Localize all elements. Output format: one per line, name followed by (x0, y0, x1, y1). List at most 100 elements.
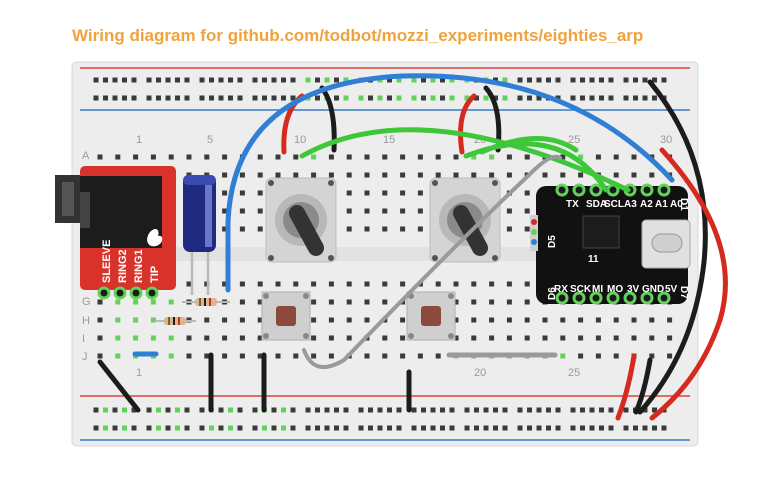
breadboard-hole (560, 335, 566, 341)
breadboard-hole (506, 172, 512, 178)
breadboard-hole (97, 335, 103, 341)
breadboard-hole (382, 226, 388, 232)
breadboard-hole (186, 335, 192, 341)
breadboard-hole (421, 95, 426, 101)
breadboard-hole (536, 425, 542, 431)
breadboard-hole (417, 190, 423, 196)
bottom-power-rail (80, 395, 690, 441)
breadboard-hole (449, 95, 455, 101)
breadboard-hole (400, 154, 406, 160)
breadboard-hole (115, 317, 121, 323)
col-num-bottom: 25 (568, 367, 580, 379)
breadboard-hole (536, 95, 542, 101)
black-wire-gnd-right (637, 79, 708, 415)
breadboard-hole (293, 172, 299, 178)
breadboard-hole (305, 77, 311, 83)
breadboard-hole (133, 317, 139, 323)
breadboard-hole (131, 425, 137, 431)
breadboard-hole (631, 172, 637, 178)
breadboard-hole (290, 77, 296, 83)
breadboard-hole (262, 95, 267, 101)
breadboard-hole (252, 95, 258, 101)
breadboard-hole (311, 353, 317, 359)
breadboard-hole (608, 407, 614, 413)
breadboard-hole (115, 299, 121, 305)
breadboard-hole (168, 299, 174, 305)
breadboard-hole (133, 335, 139, 341)
breadboard-hole (115, 154, 121, 160)
breadboard-hole (417, 226, 423, 232)
breadboard-hole (237, 425, 243, 431)
jack-pin-tip: TIP (149, 266, 161, 283)
breadboard-hole (204, 154, 210, 160)
breadboard-hole (290, 407, 296, 413)
breadboard-hole (281, 407, 286, 413)
breadboard-hole (489, 317, 495, 323)
breadboard-hole (502, 425, 508, 431)
sparkfun-flame-icon (147, 229, 163, 247)
breadboard-hole (184, 95, 190, 101)
breadboard-hole (368, 425, 373, 431)
breadboard-hole (506, 281, 512, 287)
breadboard-hole (400, 208, 406, 214)
breadboard-hole (122, 77, 127, 83)
breadboard-hole (222, 154, 228, 160)
breadboard-hole (343, 407, 349, 413)
breadboard-hole (239, 190, 245, 196)
mcu-label-d7: D7 (678, 286, 689, 299)
breadboard-hole (555, 407, 561, 413)
jack-pin-ring1: RING1 (133, 249, 145, 283)
breadboard-hole (546, 425, 551, 431)
breadboard-hole (435, 154, 441, 160)
breadboard-hole (222, 190, 228, 196)
black-wire-gnd-1 (97, 359, 141, 413)
breadboard-hole (252, 77, 258, 83)
mcu-label-d5: D5 (547, 235, 558, 248)
breadboard-hole (464, 425, 470, 431)
breadboard-hole (483, 407, 489, 413)
breadboard-hole (613, 172, 619, 178)
breadboard-hole (239, 208, 245, 214)
breadboard-hole (453, 299, 459, 305)
breadboard-hole (483, 425, 489, 431)
breadboard-hole (156, 425, 161, 431)
mcu-pin-pad (657, 183, 671, 197)
breadboard-hole (368, 95, 373, 101)
breadboard-hole (228, 77, 233, 83)
breadboard-hole (595, 317, 601, 323)
breadboard-hole (218, 77, 224, 83)
breadboard-hole (430, 425, 436, 431)
breadboard-hole (608, 77, 614, 83)
breadboard-hole (555, 77, 561, 83)
breadboard-hole (364, 226, 370, 232)
breadboard-hole (262, 77, 267, 83)
breadboard-hole (328, 299, 334, 305)
breadboard-hole (578, 172, 584, 178)
breadboard-hole (578, 317, 584, 323)
breadboard-hole (228, 95, 233, 101)
breadboard-hole (328, 154, 334, 160)
breadboard-hole (506, 317, 512, 323)
breadboard-hole (421, 425, 426, 431)
breadboard-hole (400, 317, 406, 323)
breadboard-hole (449, 425, 455, 431)
green-wire-a3 (479, 136, 579, 155)
breadboard-hole (623, 407, 629, 413)
breadboard-hole (275, 353, 281, 359)
breadboard-hole (542, 317, 548, 323)
breadboard-hole (257, 226, 263, 232)
breadboard-hole (239, 317, 245, 323)
breadboard-hole (346, 226, 352, 232)
breadboard-hole (346, 281, 352, 287)
breadboard-hole (150, 335, 156, 341)
breadboard-hole (204, 335, 210, 341)
breadboard-hole (275, 154, 281, 160)
breadboard-hole (290, 95, 296, 101)
breadboard-hole (209, 77, 214, 83)
breadboard-hole (186, 154, 192, 160)
mcu-pin-pad (606, 291, 620, 305)
breadboard-hole (364, 172, 370, 178)
breadboard-hole (377, 407, 383, 413)
mcu-pin-pad (555, 183, 569, 197)
